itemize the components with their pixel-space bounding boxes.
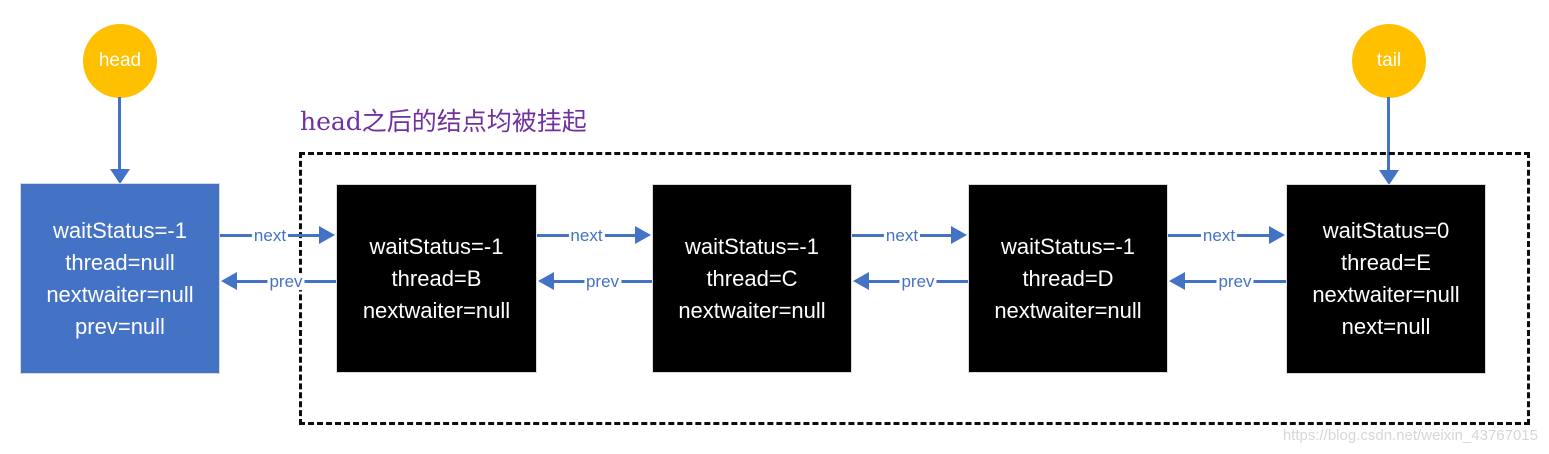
prev-arrow-label: prev	[267, 271, 305, 291]
next-arrow-d-to-e: next	[1168, 226, 1285, 245]
node-line: waitStatus=-1	[369, 233, 504, 259]
prev-arrow-label: prev	[1216, 271, 1254, 291]
queue-node-d: waitStatus=-1 thread=D nextwaiter=null	[968, 184, 1168, 373]
node-line: nextwaiter=null	[1312, 282, 1460, 307]
next-arrow-c-to-d: next	[852, 226, 967, 245]
node-line: thread=null	[65, 249, 175, 275]
next-arrow-label: next	[568, 225, 605, 245]
tail-arrow-head-icon	[1379, 170, 1399, 185]
tail-pointer-label: tail	[1376, 50, 1402, 71]
prev-arrow-b-to-head: prev	[221, 272, 336, 291]
queue-node-c: waitStatus=-1 thread=C nextwaiter=null	[652, 184, 852, 373]
next-arrow-head-to-b: next	[220, 226, 335, 245]
node-line: waitStatus=-1	[685, 233, 819, 259]
node-line: nextwaiter=null	[362, 297, 511, 323]
node-line: waitStatus=-1	[53, 217, 187, 243]
next-arrow-label: next	[251, 225, 289, 245]
queue-node-e: waitStatus=0 thread=E nextwaiter=null ne…	[1286, 184, 1486, 374]
node-line: thread=C	[706, 265, 798, 291]
node-line: next=null	[1341, 314, 1431, 339]
tail-pointer-badge: tail	[1352, 24, 1426, 98]
prev-arrow-e-to-d: prev	[1169, 272, 1286, 291]
prev-arrow-label: prev	[899, 271, 937, 291]
node-line: waitStatus=0	[1322, 218, 1450, 243]
head-arrow-line	[118, 97, 121, 170]
caption-suspended-nodes: head之后的结点均被挂起	[300, 107, 587, 136]
prev-arrow-label: prev	[583, 271, 622, 291]
node-line: thread=D	[1022, 265, 1114, 291]
node-line: thread=B	[391, 265, 482, 291]
queue-node-head: waitStatus=-1 thread=null nextwaiter=nul…	[20, 183, 220, 374]
head-pointer-badge: head	[83, 24, 157, 98]
head-arrow-head-icon	[110, 169, 130, 184]
node-line: thread=E	[1341, 250, 1431, 275]
node-line: prev=null	[75, 313, 165, 339]
head-pointer-label: head	[98, 50, 142, 71]
next-arrow-label: next	[883, 225, 921, 245]
prev-arrow-d-to-c: prev	[853, 272, 968, 291]
next-arrow-b-to-c: next	[537, 226, 651, 245]
node-line: nextwaiter=null	[46, 281, 194, 307]
node-line: waitStatus=-1	[1001, 233, 1135, 259]
node-line: nextwaiter=null	[994, 297, 1142, 323]
node-line: nextwaiter=null	[678, 297, 826, 323]
prev-arrow-c-to-b: prev	[538, 272, 652, 291]
watermark-url: https://blog.csdn.net/weixin_43767015	[1282, 427, 1538, 444]
queue-node-b: waitStatus=-1 thread=B nextwaiter=null	[336, 184, 537, 373]
tail-arrow-line	[1387, 97, 1390, 171]
next-arrow-label: next	[1200, 225, 1238, 245]
